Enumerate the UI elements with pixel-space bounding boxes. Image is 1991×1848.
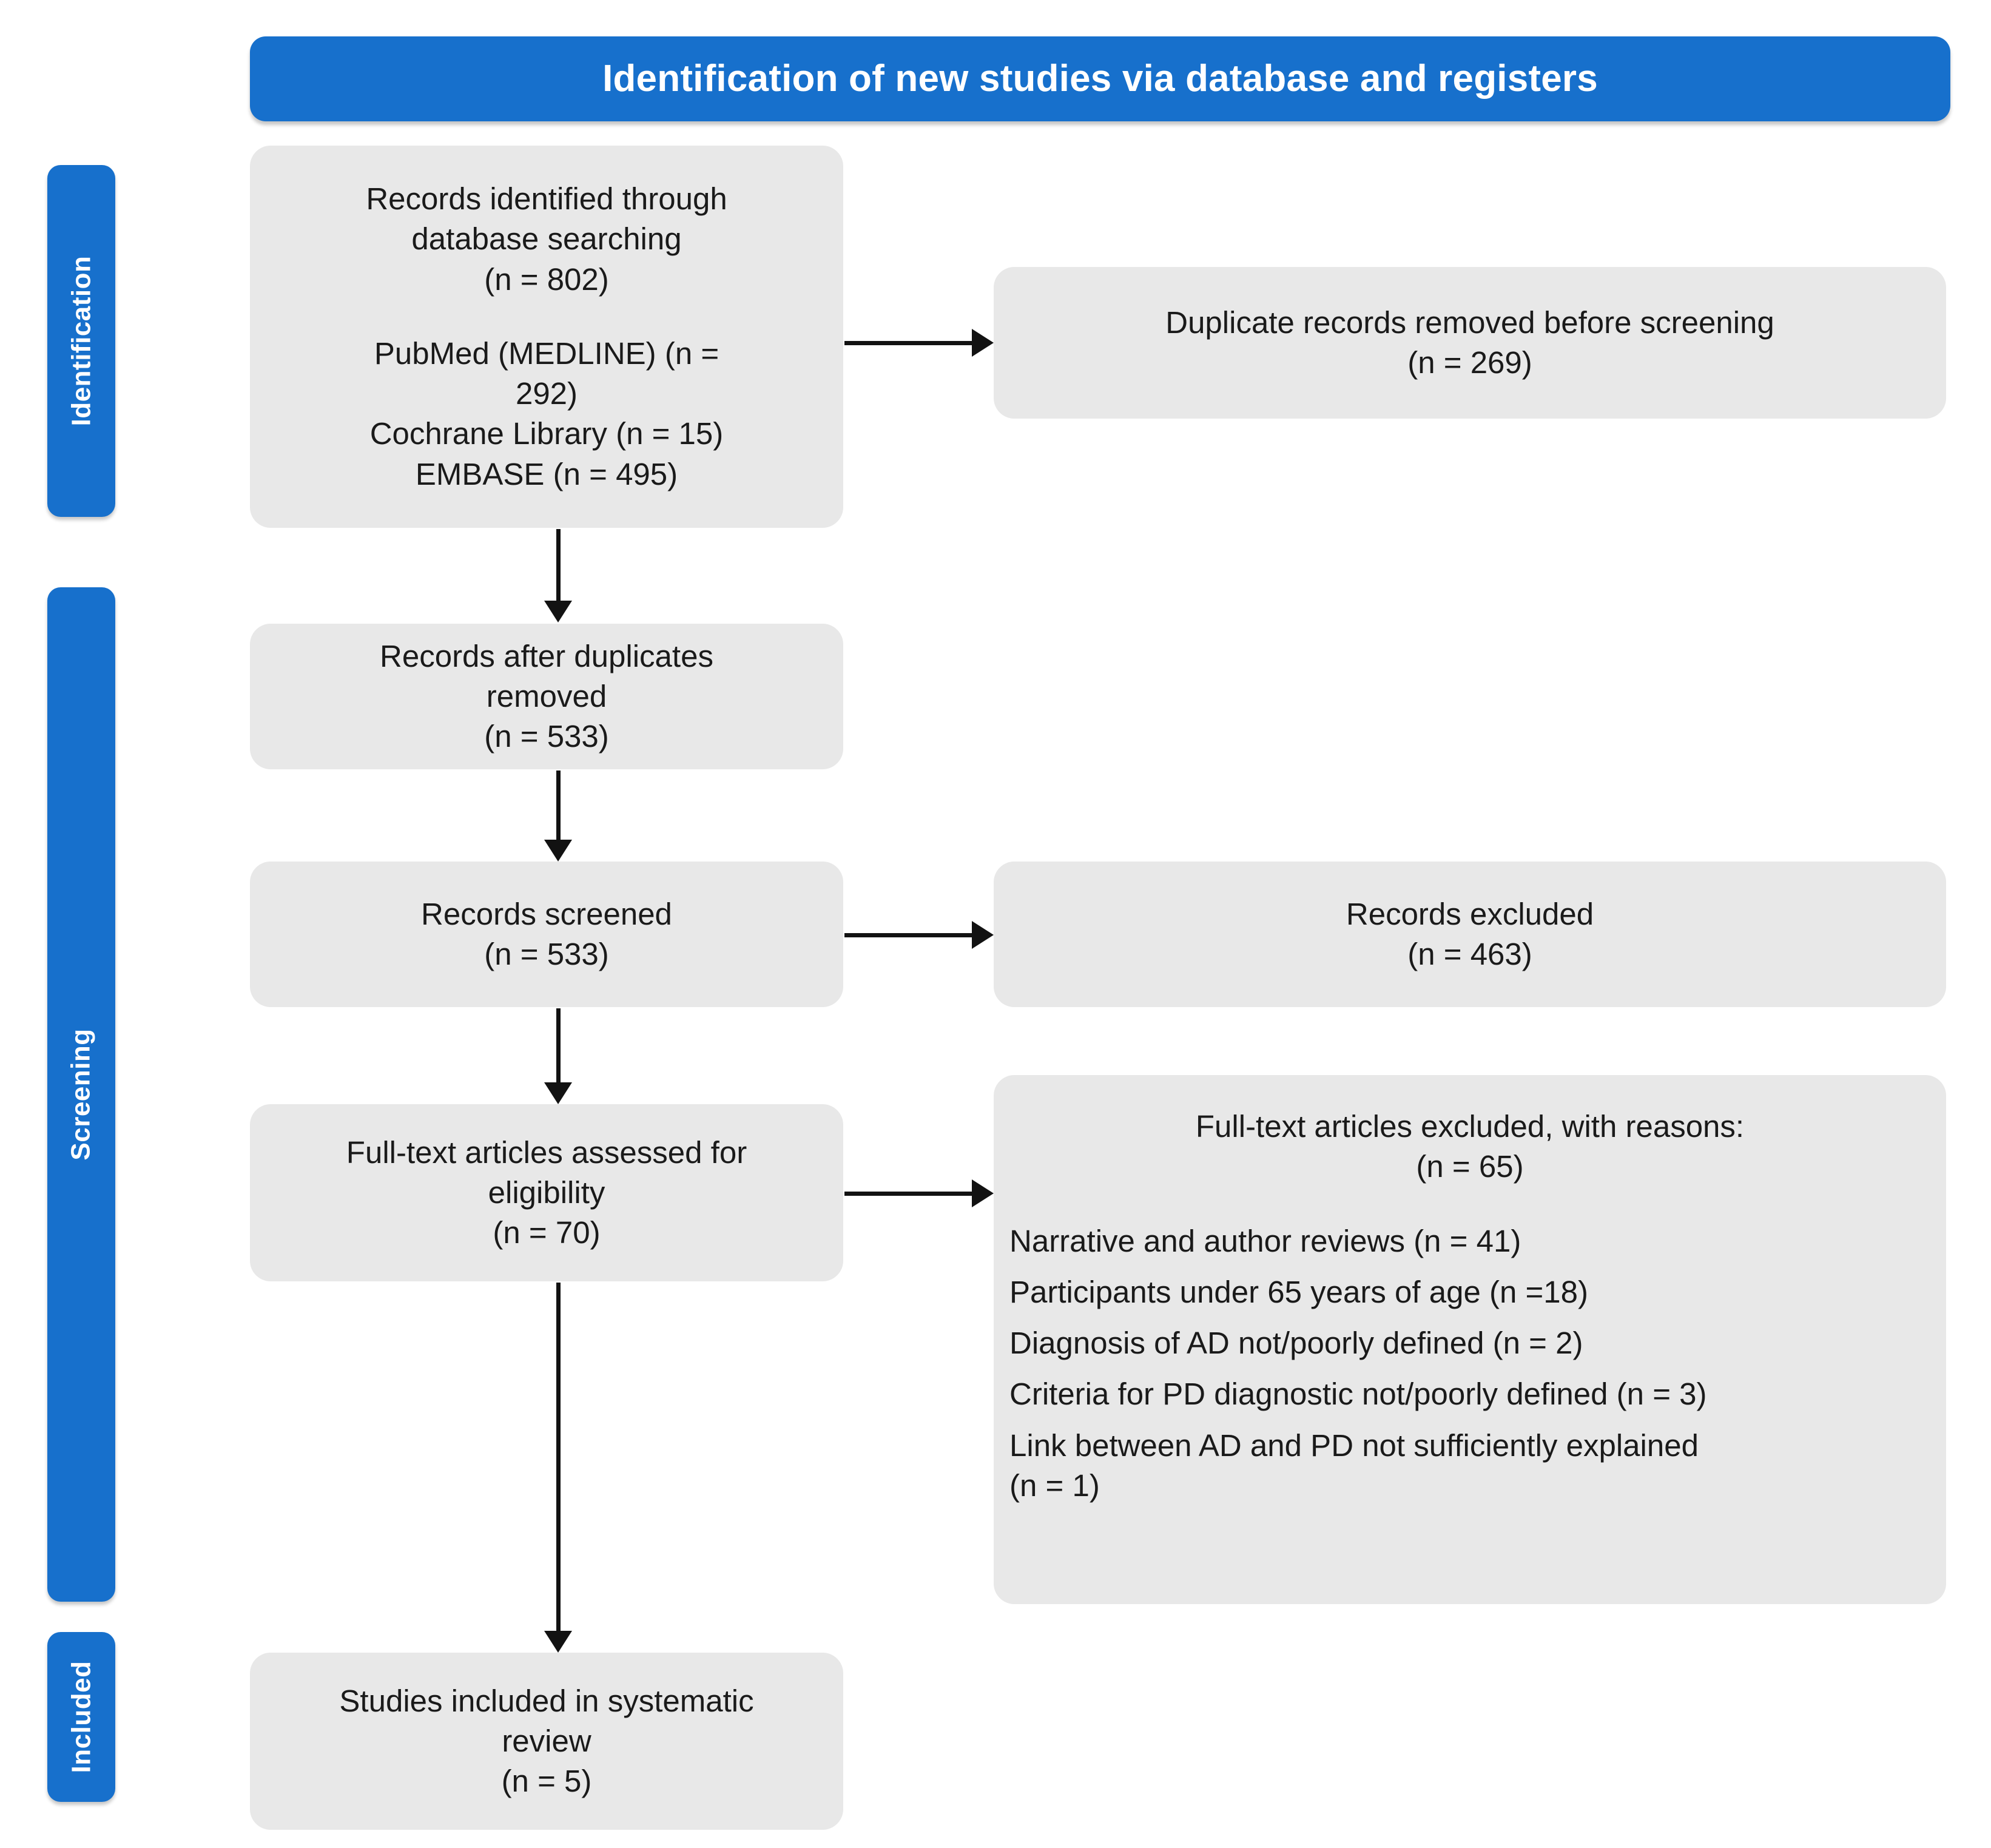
arrow-shaft: [556, 771, 561, 842]
records-excluded-line1: Records excluded: [1346, 896, 1594, 931]
arrow-identified-to-after-duplicates: [544, 529, 572, 626]
fulltext-excluded-heading: Full-text articles excluded, with reason…: [1195, 1109, 1745, 1144]
records-identified-source-cochrane: Cochrane Library (n = 15): [369, 416, 724, 451]
stage-bar-screening: Screening: [47, 587, 115, 1602]
after-duplicates-count: (n = 533): [484, 719, 609, 754]
diagram-title: Identification of new studies via databa…: [602, 57, 1598, 99]
box-records-screened: Records screened (n = 533): [250, 862, 843, 1007]
arrow-head-down-icon: [544, 840, 572, 862]
arrow-head-down-icon: [544, 601, 572, 622]
arrow-screened-to-fulltext: [544, 1008, 572, 1108]
stage-bar-identification: Identification: [47, 165, 115, 517]
fulltext-excluded-reason-5-count: (n = 1): [1009, 1468, 1100, 1503]
box-fulltext-assessed: Full-text articles assessed for eligibil…: [250, 1104, 843, 1281]
arrow-shaft: [844, 341, 974, 345]
box-records-identified: Records identified through database sear…: [250, 146, 843, 528]
fulltext-excluded-reason-4: Criteria for PD diagnostic not/poorly de…: [1009, 1377, 1707, 1412]
records-identified-source-pubmed-cont: 292): [515, 376, 578, 411]
records-screened-line1: Records screened: [421, 896, 672, 931]
arrow-shaft: [556, 1283, 561, 1633]
fulltext-assessed-line1: Full-text articles assessed for: [346, 1135, 747, 1170]
arrow-shaft: [556, 529, 561, 603]
fulltext-assessed-line2: eligibility: [488, 1175, 605, 1210]
arrow-after-duplicates-to-screened: [544, 771, 572, 865]
fulltext-excluded-reason-3: Diagnosis of AD not/poorly defined (n = …: [1009, 1326, 1583, 1361]
fulltext-assessed-count: (n = 70): [493, 1215, 601, 1250]
box-records-excluded: Records excluded (n = 463): [994, 862, 1946, 1007]
duplicates-removed-count: (n = 269): [1407, 345, 1532, 380]
stage-label-included: Included: [66, 1661, 96, 1773]
studies-included-line1: Studies included in systematic: [339, 1683, 754, 1718]
records-screened-count: (n = 533): [484, 937, 609, 971]
arrow-head-right-icon: [972, 1179, 994, 1207]
records-identified-line2: database searching: [411, 221, 682, 257]
studies-included-count: (n = 5): [501, 1764, 592, 1799]
stage-bar-included: Included: [47, 1632, 115, 1802]
fulltext-excluded-reason-5: Link between AD and PD not sufficiently …: [1009, 1428, 1699, 1463]
diagram-header-banner: Identification of new studies via databa…: [250, 36, 1950, 121]
records-identified-line1: Records identified through: [366, 181, 727, 216]
after-duplicates-line1: Records after duplicates: [380, 638, 713, 673]
arrow-head-down-icon: [544, 1631, 572, 1653]
arrow-shaft: [844, 1192, 974, 1196]
arrow-shaft: [844, 933, 974, 937]
records-identified-source-pubmed: PubMed (MEDLINE) (n =: [374, 336, 719, 371]
box-studies-included: Studies included in systematic review (n…: [250, 1653, 843, 1830]
records-identified-count: (n = 802): [484, 261, 609, 297]
arrow-head-down-icon: [544, 1082, 572, 1104]
arrow-screened-to-records-excluded: [844, 921, 996, 949]
fulltext-excluded-reason-1: Narrative and author reviews (n = 41): [1009, 1223, 1521, 1258]
box-records-after-duplicates: Records after duplicates removed (n = 53…: [250, 624, 843, 769]
duplicates-removed-line1: Duplicate records removed before screeni…: [1165, 305, 1774, 340]
arrow-head-right-icon: [972, 921, 994, 949]
records-excluded-count: (n = 463): [1407, 937, 1532, 971]
studies-included-line2: review: [502, 1723, 591, 1758]
records-identified-source-embase: EMBASE (n = 495): [415, 456, 678, 491]
arrow-fulltext-to-included: [544, 1283, 572, 1656]
fulltext-excluded-count: (n = 65): [1416, 1149, 1524, 1184]
fulltext-excluded-reason-2: Participants under 65 years of age (n =1…: [1009, 1274, 1588, 1309]
arrow-shaft: [556, 1008, 561, 1085]
box-duplicate-records-removed: Duplicate records removed before screeni…: [994, 267, 1946, 419]
arrow-fulltext-to-fulltext-excluded: [844, 1179, 996, 1207]
box-fulltext-excluded: Full-text articles excluded, with reason…: [994, 1075, 1946, 1604]
after-duplicates-line2: removed: [486, 678, 607, 713]
stage-label-identification: Identification: [66, 255, 96, 427]
arrow-head-right-icon: [972, 329, 994, 357]
arrow-identified-to-duplicates-removed: [844, 329, 996, 357]
stage-label-screening: Screening: [66, 1028, 96, 1161]
